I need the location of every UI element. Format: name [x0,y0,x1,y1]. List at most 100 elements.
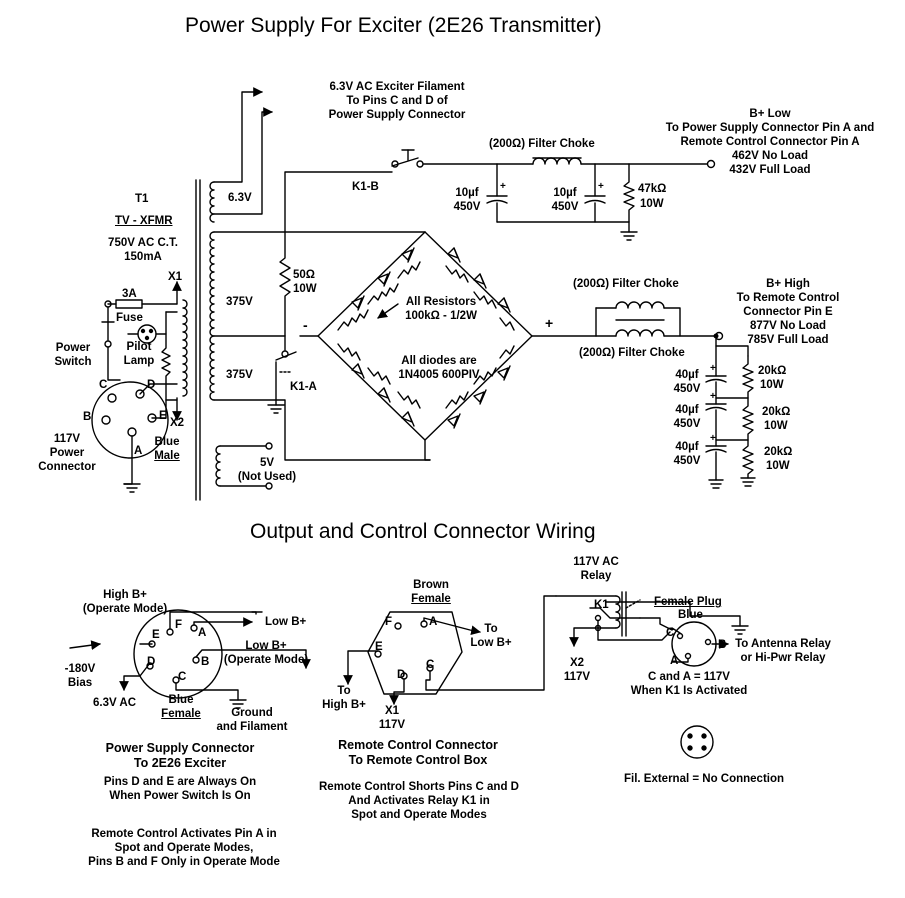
psc-pin-d: D [147,656,156,668]
bplus-low-1: B+ Low [749,108,791,120]
choke-low [532,157,582,165]
choke-parallel-right [663,307,681,337]
bplus-low-4: 462V No Load [731,150,809,162]
rcc-pin-d: D [397,669,406,681]
cap-low1-plus: + [500,181,506,192]
psc-pin-e: E [152,629,160,641]
r50-watt: 10W [293,283,317,295]
relay-k1a-contact [267,335,297,414]
bplus-low-5: 432V Full Load [729,164,811,176]
psc-ground-2: and Filament [216,721,288,733]
relay-antenna-2: or Hi-Pwr Relay [740,652,826,664]
psc-pin-b: B [201,656,210,668]
bridge-minus: - [303,317,308,333]
rcc-to-low-b-1: To [484,623,498,635]
ac-pin-e: E [159,410,167,422]
psc-female: Female [161,708,201,720]
hv-winding [209,231,215,401]
t1-type: TV - XFMR [115,215,173,227]
choke-high-2 [615,329,665,337]
ac-pin-c: C [99,379,108,391]
rcc-x1-2: 117V [378,719,406,731]
r20k-3-watt: 10W [766,460,790,472]
r20k-2-value: 20kΩ [762,406,791,418]
relay-k1 [555,591,749,647]
rcc-title-1: Remote Control Connector [338,738,498,752]
t1-spec-1: 750V AC C.T. [108,237,178,249]
relay-antenna-1: To Antenna Relay [735,638,831,650]
t1-label: T1 [135,193,149,205]
bplus-high-2: To Remote Control [736,292,840,304]
filament-winding-63v [209,87,273,223]
rcc-to-low-b-2: Low B+ [470,637,512,649]
psc-low-b-op-2: (Operate Mode) [223,654,309,666]
r20k-2-watt: 10W [764,420,788,432]
primary-winding [176,289,188,413]
psc-bias-2: Bias [67,677,93,689]
cap-high3-plus: + [710,433,716,444]
filament-note-2: To Pins C and D of [346,95,448,107]
rcc-pin-f: F [385,616,393,628]
relay-k1: K1 [594,599,609,611]
cap-high1-voltage: 450V [673,383,701,395]
bplus-high-4: 877V No Load [749,320,827,332]
conn-117v-2: Power [49,447,85,459]
k1a-label: K1-A [290,381,317,393]
rcc-note-3: Spot and Operate Modes [351,809,487,821]
cap-high3-value: 40µf [675,441,699,453]
cap-low2-value: 10µf [553,187,577,199]
power-switch-1: Power [55,342,91,354]
r47k-watt: 10W [640,198,664,210]
choke-low-label: (200Ω) Filter Choke [489,138,595,150]
winding-5v [215,442,273,490]
plug-pin-c: C [666,627,675,639]
bplus-low-2: To Power Supply Connector Pin A and [665,122,875,134]
relay-x2-2: 117V [563,671,591,683]
conn-117v-3: Connector [38,461,96,473]
psc-ground-1: Ground [231,707,273,719]
bridge-plus: + [545,315,554,331]
resistor-pointer [377,303,399,319]
rcc-pin-c: C [426,659,435,671]
conn-117v-1: 117V [53,433,81,445]
psc-connector [69,609,311,709]
bplus-high-3: Connector Pin E [743,306,833,318]
psc-high-b-2: (Operate Mode) [82,603,168,615]
all-resistors-1: All Resistors [405,296,477,308]
rcc-to-high-b-1: To [337,685,351,697]
psc-bias-1: -180V [64,663,96,675]
winding-5v-1: 5V [259,457,275,469]
rcc-pin-e: E [375,641,383,653]
transformer-core [195,179,201,501]
psc-title-2: To 2E26 Exciter [133,756,227,770]
filament-note-3: Power Supply Connector [328,109,466,121]
relay-label-1: 117V AC [573,556,619,568]
all-diodes-2: 1N4005 600PIV [398,369,480,381]
cap-low1-value: 10µf [455,187,479,199]
psc-high-b-1: High B+ [103,589,147,601]
fuse-rating: 3A [122,288,137,300]
psc-note2-3: Pins B and F Only in Operate Mode [88,856,280,868]
diode-bridge [317,231,533,461]
psc-low-b-out: Low B+ [265,616,307,628]
psc-blue: Blue [168,694,194,706]
all-diodes-1: All diodes are [401,355,477,367]
cap-high1-value: 40µf [675,369,699,381]
plug-pin-b: B [718,639,727,651]
winding-375-top: 375V [226,296,253,308]
r20k-3-value: 20kΩ [764,446,793,458]
winding-5v-2: (Not Used) [237,471,297,483]
relay-ca-2: When K1 Is Activated [630,685,748,697]
pilot-lamp-2: Lamp [123,355,155,367]
rcc-note-2: And Activates Relay K1 in [348,795,490,807]
psc-pin-a: A [198,627,207,639]
psc-pin-c: C [178,671,187,683]
x1-label: X1 [168,271,183,283]
hv-bottom-wire [213,399,431,461]
section2-title: Output and Control Connector Wiring [250,520,596,543]
power-switch-2: Switch [54,356,92,368]
cap-high2-plus: + [710,391,716,402]
cap-high3-voltage: 450V [673,455,701,467]
low-b-terminal [706,159,716,169]
cap-high2-voltage: 450V [673,418,701,430]
